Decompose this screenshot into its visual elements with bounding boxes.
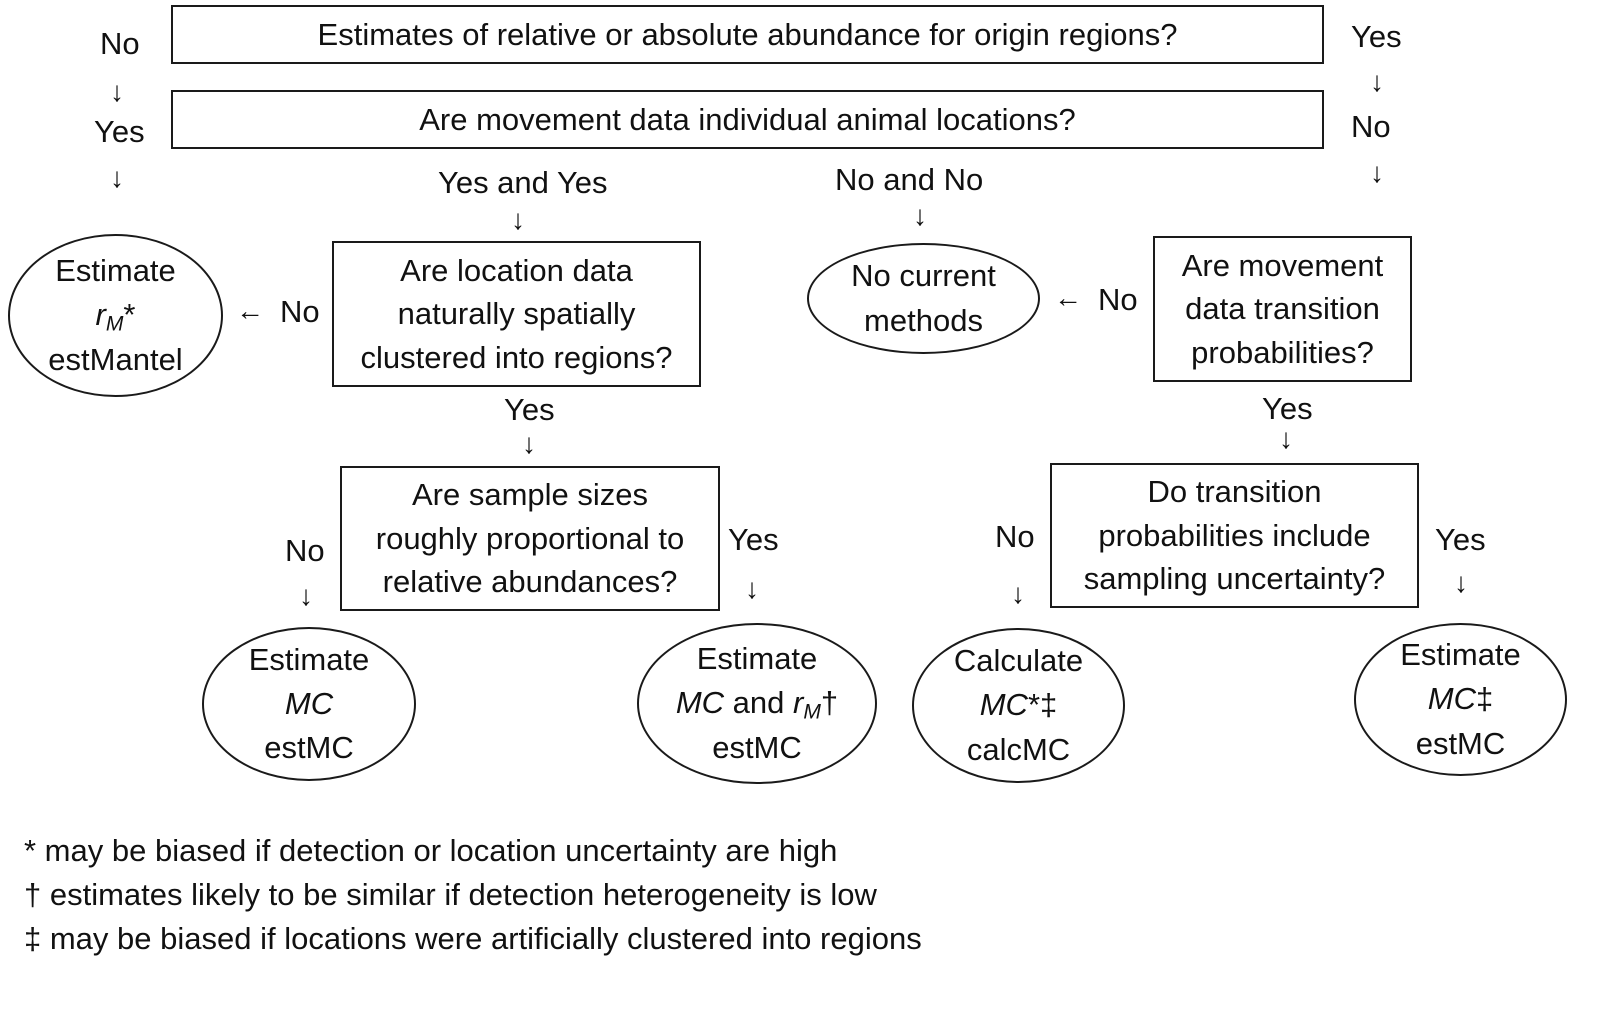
question-text-line: data transition [1185,291,1380,327]
footnote-asterisk: * may be biased if detection or location… [24,833,838,868]
question-transition-probabilities: Are movement data transition probabiliti… [1153,236,1412,382]
question-text-line: Do transition [1147,474,1322,510]
outcome-metric: MC [284,685,334,721]
arrow-down: ↓ [511,204,525,235]
arrow-down: ↓ [1454,567,1468,598]
outcome-action: Estimate [696,641,818,677]
outcome-function: estMantel [48,341,183,377]
label-yes-transition: Yes [1262,391,1313,426]
question-text-line: sampling uncertainty? [1083,561,1386,597]
label-yes-and-yes: Yes and Yes [438,165,608,200]
outcome-estimate-mc: Estimate MC estMC [202,627,416,781]
question-text-line: probabilities include [1098,517,1371,553]
question-sample-sizes: Are sample sizes roughly proportional to… [340,466,720,611]
outcome-function: estMC [1415,725,1506,761]
label-yes-sample-sizes: Yes [728,522,779,557]
outcome-line: methods [864,302,983,338]
question-individual-locations-text: Are movement data individual animal loca… [419,101,1076,137]
outcome-metric: MC and rM† [675,685,839,724]
outcome-calculate-mc: Calculate MC*‡ calcMC [912,628,1125,783]
outcome-function: estMC [264,730,354,765]
arrow-left: ← [1054,282,1082,313]
outcome-metric: MC*‡ [979,687,1058,723]
question-text-line: Are sample sizes [411,477,648,513]
label-yes-uncertainty: Yes [1435,522,1486,557]
outcome-action: Estimate [1400,637,1521,673]
outcome-line: No current [851,258,996,294]
question-individual-locations: Are movement data individual animal loca… [171,90,1324,149]
footnote-dagger: † estimates likely to be similar if dete… [24,877,877,912]
arrow-down: ↓ [913,200,927,231]
outcome-action: Estimate [248,641,370,677]
arrow-down: ↓ [110,76,124,107]
outcome-action: Estimate [55,253,176,289]
outcome-action: Calculate [953,643,1084,679]
outcome-estimate-mantel: Estimate rM* estMantel [8,234,223,397]
arrow-down: ↓ [745,573,759,604]
outcome-estimate-mc-uncertainty: Estimate MC‡ estMC [1354,623,1567,776]
question-text-line: probabilities? [1191,334,1374,370]
arrow-down: ↓ [1370,157,1384,188]
outcome-metric: MC‡ [1427,681,1494,717]
outcome-estimate-mc-and-rm: Estimate MC and rM† estMC [637,623,877,784]
question-text-line: Are location data [400,252,633,288]
outcome-metric: rM* [95,297,136,336]
question-abundance-estimates: Estimates of relative or absolute abunda… [171,5,1324,64]
arrow-left: ← [236,295,264,326]
arrow-down: ↓ [1279,423,1293,454]
label-no-mantel: No [280,294,320,329]
arrow-down: ↓ [522,428,536,459]
label-yes-left: Yes [94,114,145,149]
arrow-down: ↓ [110,162,124,193]
footnote-double-dagger: ‡ may be biased if locations were artifi… [24,921,922,956]
outcome-no-current-methods: No current methods [807,243,1040,354]
arrow-down: ↓ [299,580,313,611]
label-no-uncertainty: No [995,519,1035,554]
question-text-line: relative abundances? [382,564,678,600]
arrow-down: ↓ [1370,66,1384,97]
question-text-line: roughly proportional to [375,520,685,556]
label-no-sample-sizes: No [285,533,325,568]
question-sampling-uncertainty: Do transition probabilities include samp… [1050,463,1419,608]
outcome-function: estMC [712,729,802,765]
label-no-abundance: No [100,26,140,61]
question-abundance-text: Estimates of relative or absolute abunda… [317,16,1178,52]
label-yes-abundance: Yes [1351,19,1402,54]
question-spatial-clustering: Are location data naturally spatially cl… [332,241,701,387]
label-yes-clustering: Yes [504,392,555,427]
arrow-down: ↓ [1011,578,1025,609]
label-no-and-no: No and No [835,162,984,197]
label-no-methods: No [1098,282,1138,317]
label-no-right: No [1351,109,1391,144]
question-text-line: clustered into regions? [360,339,673,375]
question-text-line: Are movement [1181,247,1384,283]
question-text-line: naturally spatially [397,296,636,332]
outcome-function: calcMC [966,731,1071,767]
